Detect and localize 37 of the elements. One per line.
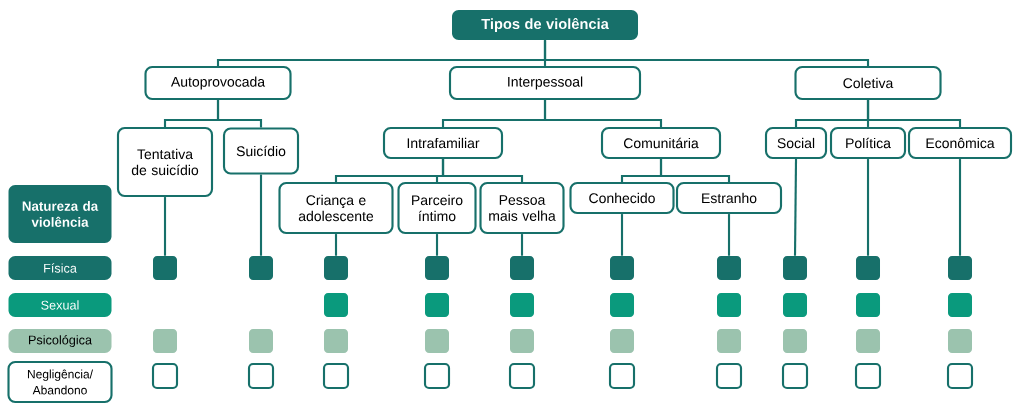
category-box: Social — [764, 126, 828, 160]
connector-line — [620, 214, 624, 256]
category-box: Econômica — [907, 126, 1013, 160]
category-box: Interpessoal — [448, 65, 642, 101]
category-box: Intrafamiliar — [382, 126, 504, 160]
connector-line — [543, 40, 870, 66]
connector-line — [259, 174, 263, 256]
connector-line — [216, 100, 263, 128]
category-box: Estranho — [675, 181, 783, 215]
connector-line — [793, 159, 798, 256]
connector-line — [866, 159, 870, 256]
connector-line — [520, 234, 524, 256]
connector-line — [727, 214, 731, 256]
connector-line — [334, 234, 338, 256]
connector-line — [659, 159, 731, 182]
heading-box: Natureza da violência — [8, 185, 112, 243]
category-box: Criança e adolescente — [278, 181, 394, 235]
connector-line — [435, 234, 439, 256]
connector-line — [958, 159, 962, 256]
row-label: Sexual — [8, 293, 112, 317]
connector-line — [441, 159, 524, 182]
category-box: Pessoa mais velha — [479, 181, 565, 235]
category-box: Tentativa de suicídio — [116, 126, 214, 198]
title-box: Tipos de violência — [452, 10, 638, 40]
category-box: Conhecido — [569, 181, 675, 215]
category-box: Suicídio — [222, 127, 300, 175]
row-label: Psicológica — [8, 329, 112, 353]
connector-line — [163, 197, 167, 256]
category-box: Comunitária — [600, 126, 722, 160]
row-label: Negligência/ Abandono — [7, 360, 113, 404]
category-box: Parceiro íntimo — [397, 181, 477, 235]
category-box: Política — [829, 126, 907, 160]
connector-line — [866, 100, 962, 127]
category-box: Coletiva — [794, 65, 942, 101]
row-label: Física — [8, 256, 112, 280]
connector-line — [543, 100, 663, 127]
category-box: Autoprovocada — [144, 65, 292, 101]
